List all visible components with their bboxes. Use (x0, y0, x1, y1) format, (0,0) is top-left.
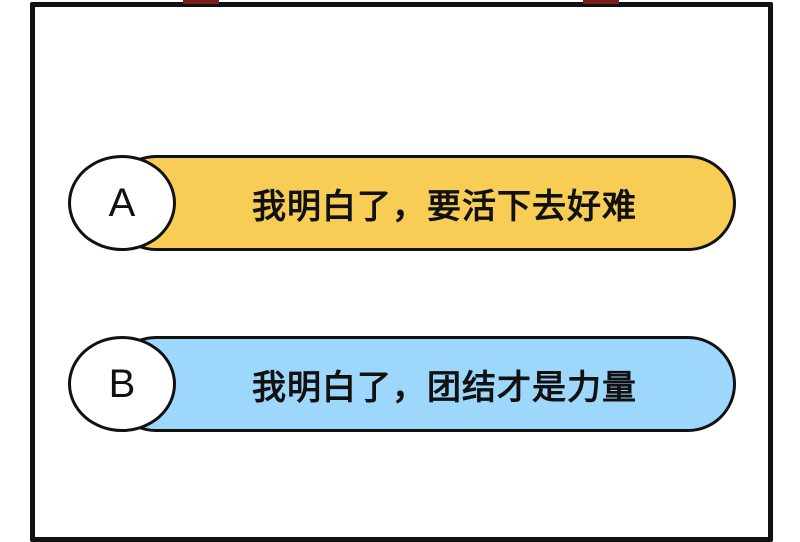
choice-letter-badge-b: B (68, 336, 176, 432)
comic-panel (30, 2, 773, 542)
choice-text-b: 我明白了，团结才是力量 (252, 367, 637, 408)
choice-letter-a: A (108, 181, 136, 225)
choice-bar-a (108, 155, 736, 251)
panel-hanger-right (583, 0, 619, 4)
choice-letter-b: B (108, 362, 136, 406)
choice-text-a: 我明白了，要活下去好难 (252, 186, 637, 227)
choice-option-b[interactable]: B 我明白了，团结才是力量 (68, 336, 736, 432)
choice-bar-b (108, 336, 736, 432)
panel-hanger-left (183, 0, 219, 4)
choice-letter-badge-a: A (68, 155, 176, 251)
choice-option-a[interactable]: A 我明白了，要活下去好难 (68, 155, 736, 251)
